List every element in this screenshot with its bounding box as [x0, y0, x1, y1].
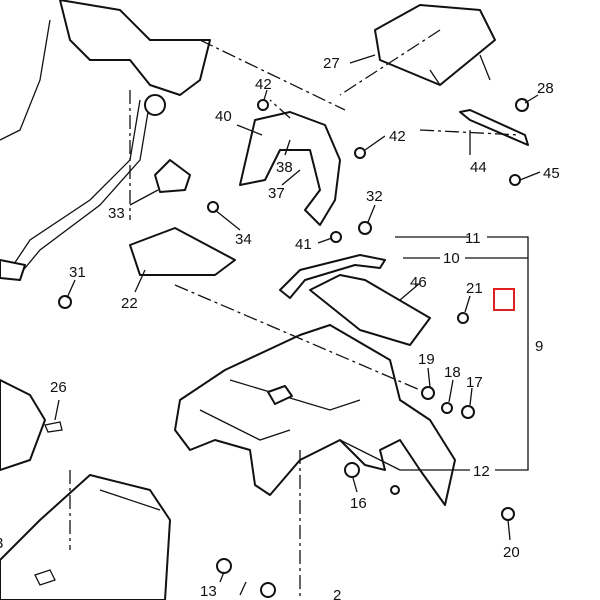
label-21: 21 [466, 280, 483, 297]
label-32: 32 [366, 188, 383, 205]
part-3-rear-fender [0, 474, 171, 600]
label-34: 34 [235, 231, 252, 248]
label-26: 26 [50, 379, 67, 396]
part-22-panel [129, 227, 236, 276]
callout-labels: 27 28 42 40 38 37 42 44 45 32 33 34 41 1… [0, 55, 560, 600]
label-11: 11 [465, 230, 481, 247]
label-2: 2 [333, 587, 341, 600]
highlight-marker[interactable] [493, 288, 515, 311]
label-28: 28 [537, 80, 554, 97]
label-40: 40 [215, 108, 232, 125]
label-42b: 42 [389, 128, 406, 145]
part-44-bracket [459, 109, 529, 146]
fasteners [58, 98, 529, 598]
part-33 [154, 159, 191, 193]
label-13: 13 [200, 583, 217, 600]
label-38: 38 [276, 159, 293, 176]
part-26 [0, 379, 46, 471]
part-40-bracket [239, 111, 341, 226]
label-41: 41 [295, 236, 312, 253]
label-37: 37 [268, 185, 285, 202]
label-10: 10 [443, 250, 460, 267]
label-16: 16 [350, 495, 367, 512]
label-22: 22 [121, 295, 138, 312]
label-42a: 42 [255, 76, 272, 93]
label-12: 12 [473, 463, 490, 480]
label-27: 27 [323, 55, 340, 72]
label-19: 19 [418, 351, 435, 368]
label-31: 31 [69, 264, 86, 281]
label-46: 46 [410, 274, 427, 291]
label-33: 33 [108, 205, 125, 222]
label-3: 3 [0, 535, 3, 552]
label-20: 20 [503, 544, 520, 561]
part-27-cover [374, 4, 496, 86]
frame-assembly [0, 0, 211, 281]
label-18: 18 [444, 364, 461, 381]
label-9: 9 [535, 338, 543, 355]
part-10-strap [279, 254, 386, 299]
label-44: 44 [470, 159, 487, 176]
part-46 [309, 274, 431, 346]
label-45: 45 [543, 165, 560, 182]
label-17: 17 [466, 374, 483, 391]
main-fender [174, 324, 456, 506]
